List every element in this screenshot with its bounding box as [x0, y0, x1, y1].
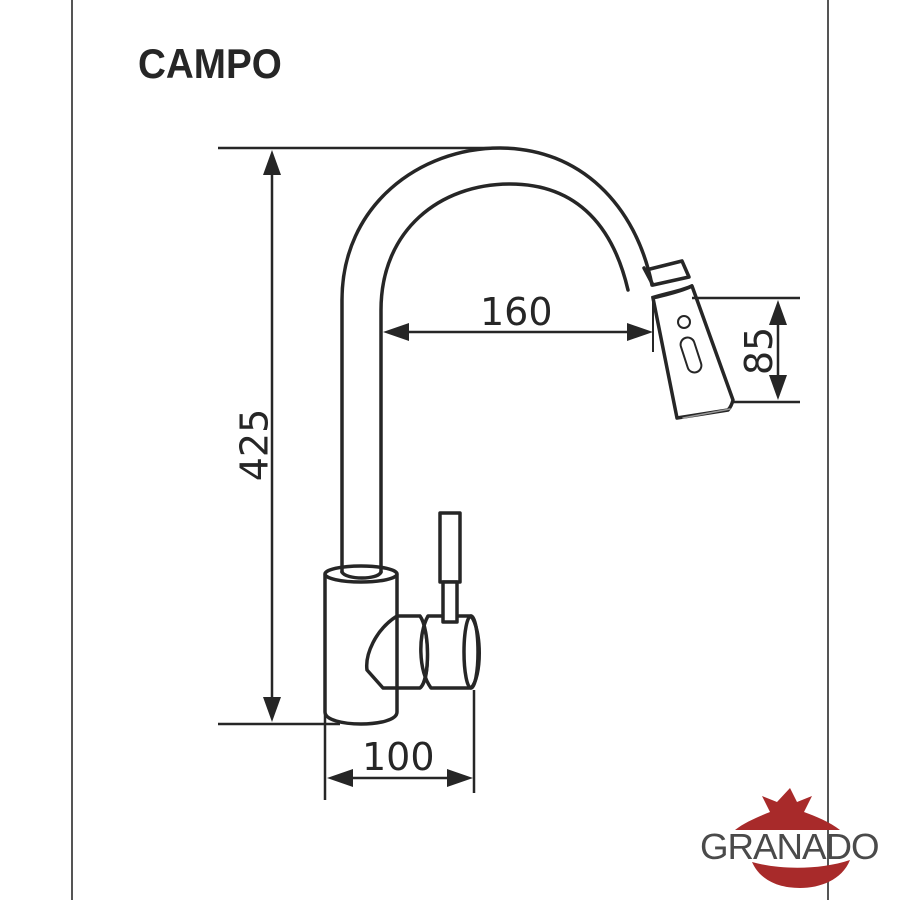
- lever-knob: [419, 614, 481, 690]
- hose-collar: [642, 259, 691, 287]
- brand-name: GRANADO: [700, 826, 880, 867]
- lever-knob-face: [462, 614, 480, 690]
- spout-outer-curve: [340, 146, 654, 574]
- valve-ring: [418, 614, 429, 690]
- granado-logo-mark: [735, 788, 850, 888]
- reach-arrow-right-icon: [627, 323, 653, 341]
- reach-dimension-label: 160: [480, 290, 553, 334]
- product-title: CAMPO: [138, 40, 282, 87]
- faucet-body: [323, 573, 399, 726]
- dimension-lines: [218, 146, 800, 800]
- pomegranate-crown-icon: [735, 788, 840, 830]
- spray-arrow-up-icon: [769, 300, 787, 325]
- spray-head-top-ring: [651, 284, 693, 298]
- spout-inner-curve: [379, 182, 630, 574]
- height-arrow-up-icon: [263, 150, 281, 175]
- lever-handle-upper: [438, 511, 462, 584]
- pomegranate-base-icon: [752, 860, 850, 888]
- spray-head: [651, 284, 735, 420]
- base-width-dimension-label: 100: [362, 735, 435, 779]
- base-arrow-left-icon: [327, 769, 353, 787]
- spray-head-face: [682, 408, 731, 419]
- spray-head-slot-icon: [679, 336, 703, 374]
- lever-handle-lower: [441, 580, 459, 624]
- spray-head-dimension-label: 85: [737, 326, 782, 376]
- faucet-body-top: [323, 564, 399, 584]
- reach-arrow-left-icon: [383, 323, 409, 341]
- base-arrow-right-icon: [447, 769, 473, 787]
- height-dimension-label: 425: [232, 408, 277, 482]
- spout-base-ring: [340, 570, 383, 580]
- spray-head-button-icon: [677, 315, 691, 329]
- faucet-outline: [323, 146, 735, 726]
- height-arrow-down-icon: [263, 697, 281, 722]
- spray-arrow-down-icon: [769, 375, 787, 400]
